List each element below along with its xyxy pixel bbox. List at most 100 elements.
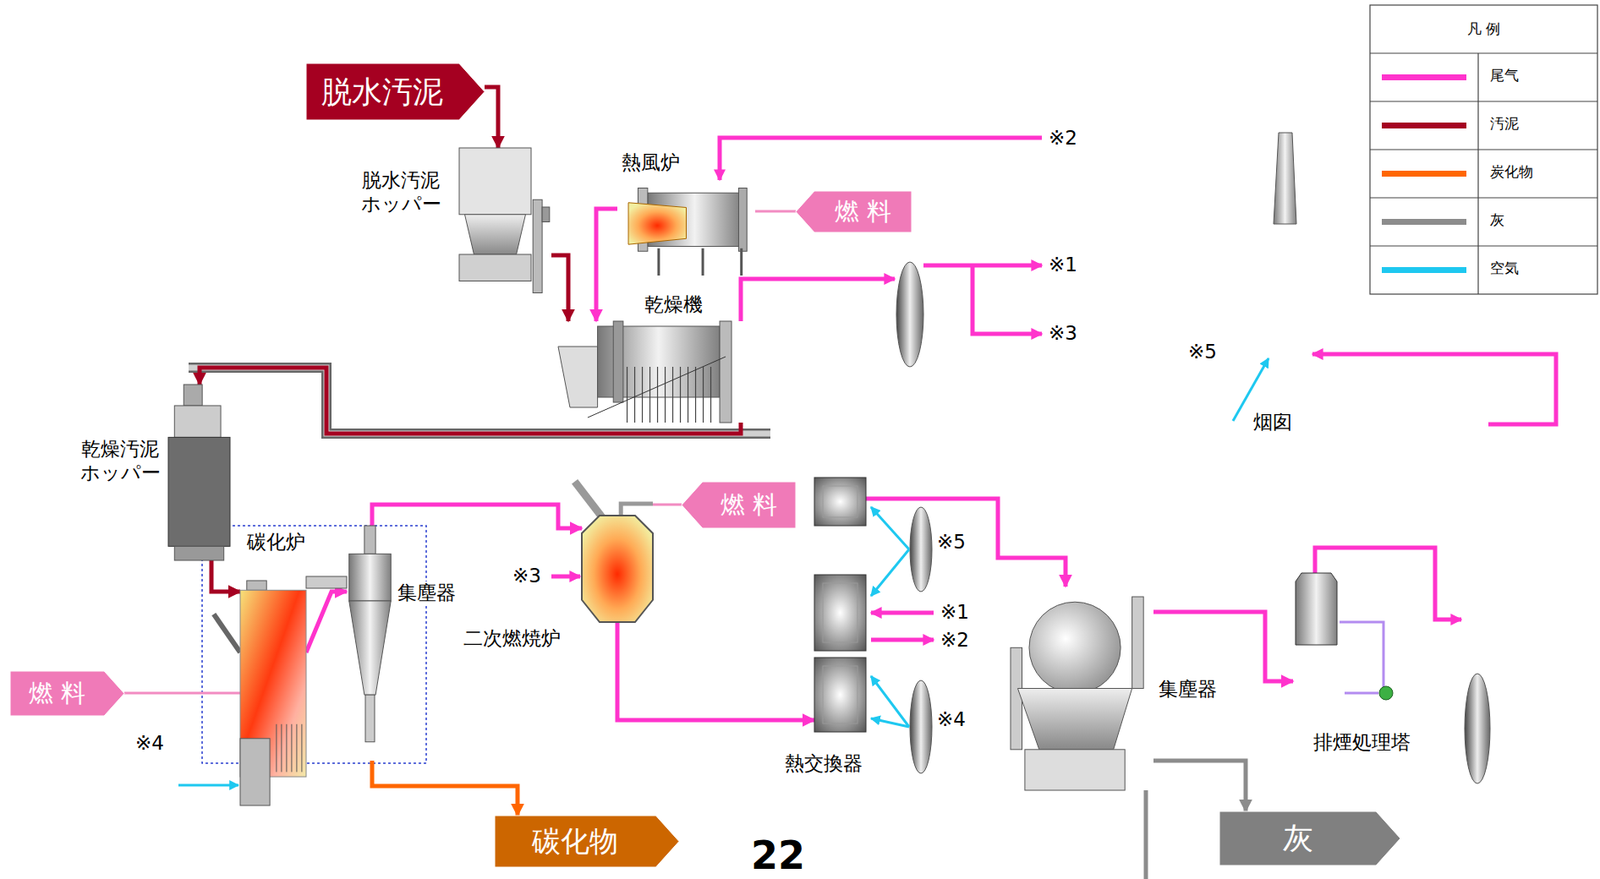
equipment-part bbox=[365, 695, 375, 743]
callout-number: ※4 bbox=[135, 732, 165, 757]
fin bbox=[672, 367, 674, 423]
equipment-illustration bbox=[346, 526, 394, 762]
carbonizer-unit-outline bbox=[202, 526, 427, 764]
equipment-illustration bbox=[459, 147, 552, 296]
equipment-label: 熱風炉 bbox=[621, 151, 680, 176]
air-line bbox=[871, 676, 910, 728]
legend-text: 汚泥 bbox=[1490, 115, 1519, 132]
equipment-illustration bbox=[1010, 586, 1154, 791]
sludge-hopper: 脱水汚泥 ホッパー bbox=[459, 147, 552, 296]
exhaust-line bbox=[871, 638, 934, 643]
banner-text: 脱水汚泥 bbox=[321, 73, 444, 110]
flow-line bbox=[865, 498, 1066, 587]
callout-number: ※5 bbox=[1188, 340, 1217, 365]
equipment-part bbox=[587, 356, 726, 418]
flow-banner: 脱水汚泥 bbox=[306, 63, 485, 121]
banner-text: 燃 料 bbox=[720, 490, 778, 521]
heat-exchanger: 熱交換器 bbox=[814, 477, 866, 733]
equipment-part bbox=[213, 614, 241, 653]
equipment-label: 熱交換器 bbox=[784, 752, 863, 777]
equipment-label: 乾燥機 bbox=[644, 293, 703, 318]
fin bbox=[275, 724, 277, 773]
equipment-illustration bbox=[240, 566, 307, 806]
fin bbox=[626, 367, 628, 423]
fan bbox=[909, 507, 932, 592]
air-line bbox=[871, 507, 910, 550]
carbonizer: 碳化炉 bbox=[240, 566, 307, 806]
banner-shape bbox=[681, 482, 796, 529]
equipment-part bbox=[542, 207, 550, 223]
equipment-label: 排煙処理塔 bbox=[1313, 731, 1411, 756]
fin bbox=[664, 367, 666, 423]
fin bbox=[695, 367, 696, 423]
scrubber-tower: 排煙処理塔 bbox=[1293, 573, 1404, 711]
banner-shape bbox=[10, 671, 125, 717]
legend-swatch bbox=[1381, 267, 1467, 274]
equipment-part bbox=[174, 546, 224, 561]
exhaust-line bbox=[719, 137, 1042, 181]
equipment-part bbox=[814, 575, 866, 652]
flow-banner: 碳化物 bbox=[494, 816, 680, 868]
equipment-part bbox=[575, 482, 604, 520]
equipment-illustration bbox=[581, 474, 653, 623]
secondary-furnace: 二次燃焼炉 bbox=[581, 474, 653, 623]
callout-number: ※5 bbox=[936, 531, 966, 555]
equipment-part bbox=[822, 583, 858, 643]
exhaust-line bbox=[972, 265, 1042, 335]
fin bbox=[280, 724, 282, 773]
callout-number: ※4 bbox=[936, 708, 966, 733]
flow-line bbox=[306, 591, 347, 653]
chimney bbox=[1273, 132, 1297, 225]
legend-frame bbox=[1369, 5, 1598, 295]
banner-shape bbox=[306, 63, 485, 121]
callout-number: ※2 bbox=[940, 629, 970, 653]
equipment-part bbox=[581, 515, 653, 623]
flow-banner: 燃 料 bbox=[681, 482, 796, 529]
exhaust-line bbox=[740, 279, 895, 322]
equipment-part bbox=[349, 601, 392, 696]
legend-title: 凡 例 bbox=[1369, 5, 1598, 54]
legend-swatch bbox=[1381, 219, 1467, 225]
banner-shape bbox=[494, 816, 680, 868]
fin bbox=[687, 367, 689, 423]
callout-number: ※1 bbox=[1048, 253, 1078, 278]
exhaust-line bbox=[551, 575, 581, 580]
banner-shape bbox=[1219, 811, 1401, 866]
flow-line bbox=[596, 208, 618, 322]
fin bbox=[285, 724, 287, 773]
hot-air-furnace: 熱風炉 bbox=[617, 178, 756, 276]
page-number: 22 bbox=[750, 832, 806, 879]
ash-line bbox=[1144, 790, 1149, 879]
legend-text: 空気 bbox=[1490, 259, 1519, 277]
equipment-part bbox=[738, 188, 747, 253]
banner-text: 碳化物 bbox=[531, 824, 619, 860]
pipe bbox=[1344, 692, 1379, 696]
cyclone: 集塵器 bbox=[346, 526, 394, 762]
fin bbox=[710, 367, 712, 423]
equipment-part bbox=[459, 147, 532, 215]
equipment-label: 二次燃焼炉 bbox=[463, 627, 561, 652]
fin bbox=[649, 367, 651, 423]
equipment-label: 集塵器 bbox=[395, 581, 458, 606]
equipment-label: 脱水汚泥 ホッパー bbox=[353, 169, 449, 216]
equipment-part bbox=[1295, 573, 1337, 646]
flow-line bbox=[484, 87, 499, 148]
equipment-part bbox=[349, 553, 392, 602]
banner-shape bbox=[795, 191, 912, 233]
flow-banner: 灰 bbox=[1219, 811, 1401, 866]
equipment-part bbox=[739, 248, 743, 276]
fin bbox=[702, 367, 704, 423]
equipment-part bbox=[183, 384, 203, 406]
legend-text: 灰 bbox=[1490, 211, 1505, 229]
equipment-illustration bbox=[558, 321, 756, 423]
fin bbox=[301, 724, 302, 773]
pump bbox=[1379, 686, 1393, 701]
equipment-part bbox=[1010, 647, 1023, 751]
fin bbox=[657, 367, 658, 423]
pipe bbox=[1339, 622, 1384, 688]
equipment-part bbox=[459, 254, 532, 282]
flow-banner: 燃 料 bbox=[795, 191, 912, 233]
callout-number: ※3 bbox=[1048, 322, 1078, 346]
callout-number: ※3 bbox=[512, 564, 542, 589]
